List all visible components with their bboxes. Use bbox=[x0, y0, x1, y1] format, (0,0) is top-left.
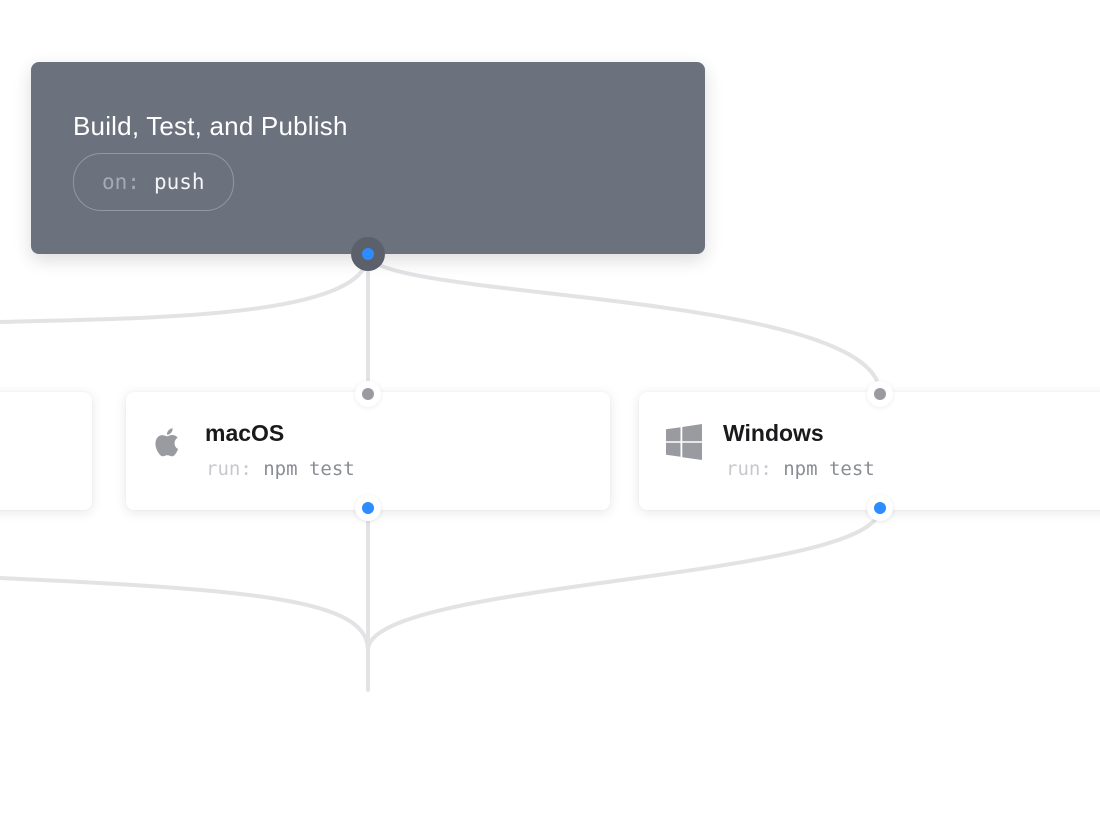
windows-input-port[interactable] bbox=[867, 381, 893, 407]
wire-left-job-to-next bbox=[0, 576, 370, 652]
job-title: macOS bbox=[205, 420, 285, 446]
trigger-event-pill: on: push bbox=[73, 153, 234, 211]
apple-icon bbox=[155, 428, 179, 457]
wire-windows-to-next bbox=[366, 506, 882, 652]
job-node-windows[interactable]: Windows run: npm test bbox=[639, 392, 1100, 510]
run-key: run: bbox=[206, 458, 252, 480]
workflow-title: Build, Test, and Publish bbox=[73, 111, 348, 141]
run-value: npm test bbox=[783, 458, 875, 480]
trigger-value: push bbox=[153, 170, 205, 194]
job-run-command: run: npm test bbox=[726, 458, 875, 480]
run-value: npm test bbox=[263, 458, 355, 480]
windows-icon bbox=[666, 424, 702, 460]
job-run-command: run: npm test bbox=[206, 458, 355, 480]
job-node-partial[interactable] bbox=[0, 392, 92, 510]
wire-trigger-to-left-job bbox=[0, 252, 370, 324]
job-title: Windows bbox=[723, 420, 824, 446]
wire-trigger-to-windows bbox=[366, 252, 882, 396]
run-key: run: bbox=[726, 458, 772, 480]
workflow-trigger-node[interactable]: Build, Test, and Publish on: push bbox=[31, 62, 705, 254]
windows-output-port[interactable] bbox=[867, 495, 893, 521]
macos-input-port[interactable] bbox=[355, 381, 381, 407]
trigger-output-port[interactable] bbox=[351, 237, 385, 271]
job-node-macos[interactable]: macOS run: npm test bbox=[126, 392, 610, 510]
macos-output-port[interactable] bbox=[355, 495, 381, 521]
trigger-key: on: bbox=[102, 170, 140, 194]
